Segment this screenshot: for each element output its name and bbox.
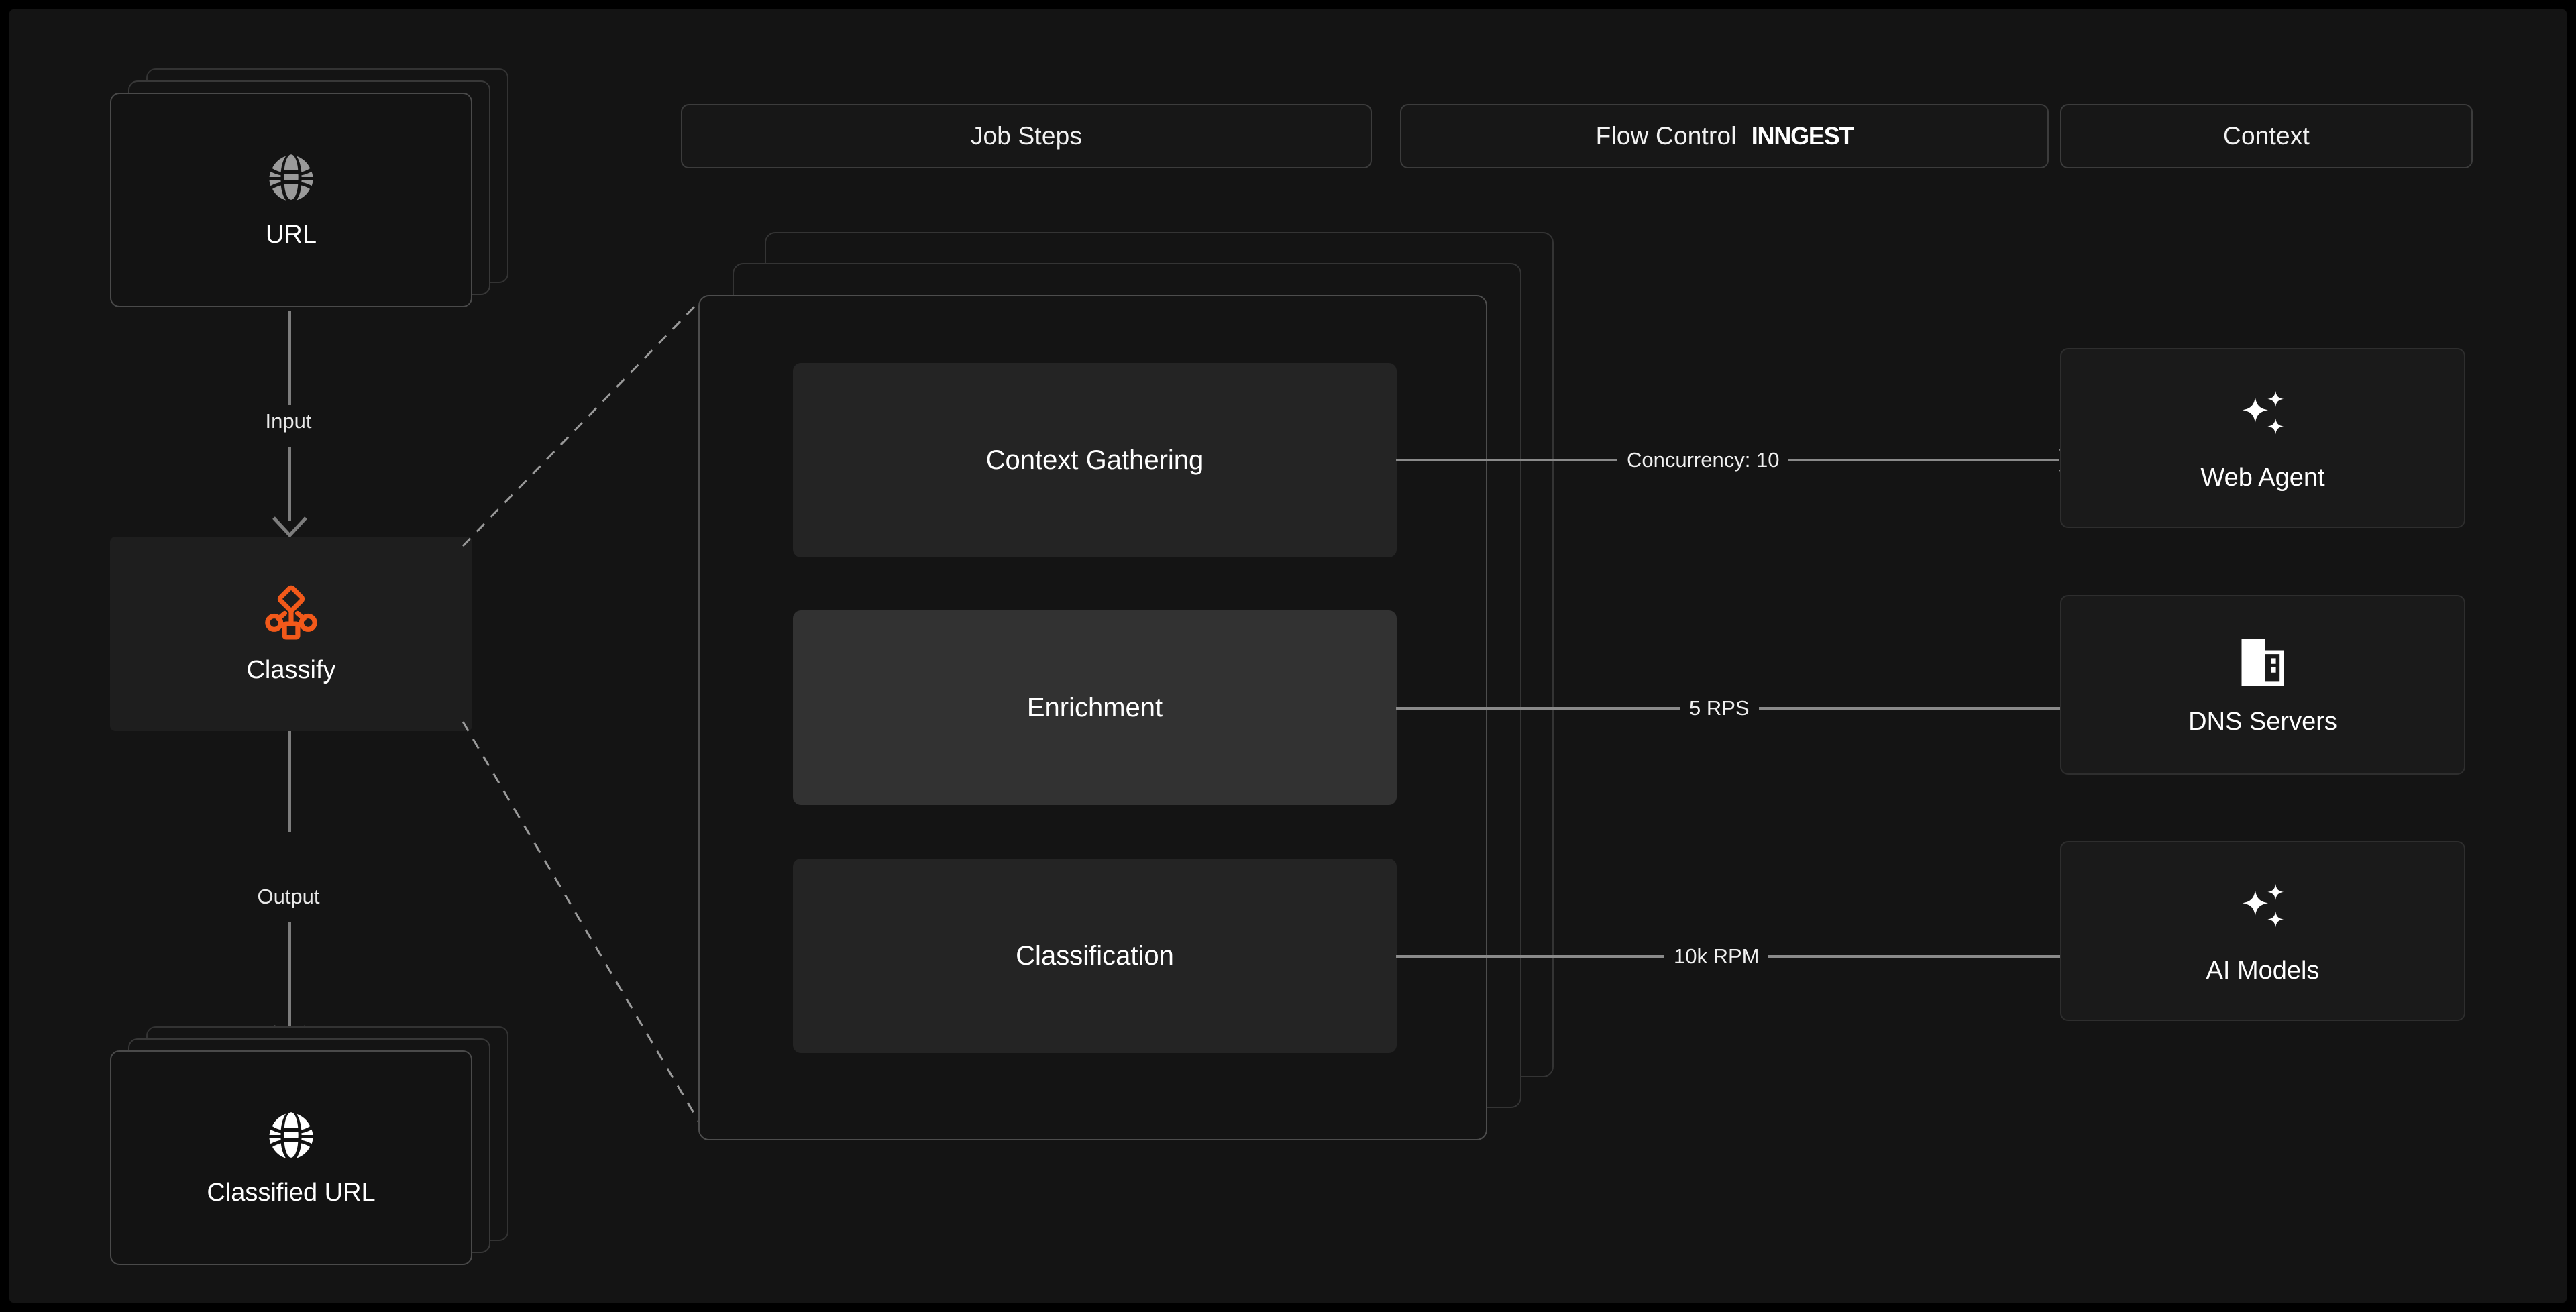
context-card-label: AI Models [2206, 956, 2320, 985]
header-pill-label: Job Steps [970, 122, 1083, 150]
globe-icon [265, 1109, 317, 1161]
flow-line-right [1788, 459, 2059, 461]
arrowhead-input [272, 516, 307, 538]
flow-control-row-rps: 5 RPS [1396, 695, 2110, 722]
flow-line-left [1396, 459, 1617, 461]
job-step-label: Classification [1016, 940, 1174, 971]
node-url[interactable]: URL [110, 68, 513, 310]
connector-line-input-top [288, 311, 291, 405]
header-pill-context[interactable]: Context [2060, 104, 2473, 168]
flow-control-label: Concurrency: 10 [1627, 448, 1780, 472]
edge-label-input: Input [265, 409, 312, 433]
building-icon [2235, 634, 2291, 690]
globe-icon [265, 151, 317, 203]
edge-label-output: Output [257, 885, 320, 908]
flow-control-row-concurrency: Concurrency: 10 [1396, 447, 2080, 474]
node-label: URL [265, 220, 317, 249]
job-steps-panel[interactable]: Context Gathering Enrichment Classificat… [698, 295, 1487, 1140]
flow-line-left [1396, 955, 1664, 958]
header-pill-label: Flow Control [1595, 122, 1737, 150]
job-step-card[interactable]: Context Gathering [793, 363, 1397, 557]
node-classify[interactable]: Classify [110, 537, 472, 731]
job-step-label: Enrichment [1026, 692, 1163, 722]
flow-line-right [1768, 955, 2083, 958]
workflow-icon [264, 584, 319, 640]
sparkles-icon [2232, 877, 2294, 939]
header-pill-flow-control[interactable]: Flow Control INNGEST [1400, 104, 2049, 168]
node-label: Classified URL [207, 1178, 376, 1207]
context-card-web-agent[interactable]: Web Agent [2060, 348, 2465, 528]
flow-control-row-rpm: 10k RPM [1396, 943, 2104, 970]
connector-line-input-bottom [288, 447, 291, 521]
flow-line-right [1758, 707, 2089, 710]
flow-line-left [1396, 707, 1680, 710]
job-step-label: Context Gathering [985, 445, 1204, 475]
stack-layer-front: Classified URL [110, 1050, 472, 1265]
context-card-dns-servers[interactable]: DNS Servers [2060, 595, 2465, 775]
job-step-card[interactable]: Enrichment [793, 610, 1397, 805]
sparkles-icon [2232, 384, 2294, 446]
flow-control-label: 5 RPS [1689, 696, 1750, 720]
context-card-label: DNS Servers [2188, 707, 2337, 736]
context-card-ai-models[interactable]: AI Models [2060, 841, 2465, 1021]
stack-layer-front: URL [110, 93, 472, 307]
job-step-card[interactable]: Classification [793, 859, 1397, 1053]
connector-line-output-bottom [288, 922, 291, 1029]
diagram-canvas: Job Steps Flow Control INNGEST Context [9, 9, 2567, 1303]
flow-control-label: 10k RPM [1674, 944, 1760, 968]
expansion-connectors [462, 299, 702, 1125]
context-card-label: Web Agent [2200, 463, 2325, 492]
header-pill-job-steps[interactable]: Job Steps [681, 104, 1372, 168]
connector-line-output-top [288, 731, 291, 832]
node-classified-url[interactable]: Classified URL [110, 1026, 513, 1268]
node-label: Classify [246, 655, 336, 684]
inngest-logo: INNGEST [1751, 122, 1854, 150]
header-pill-label: Context [2223, 122, 2310, 150]
